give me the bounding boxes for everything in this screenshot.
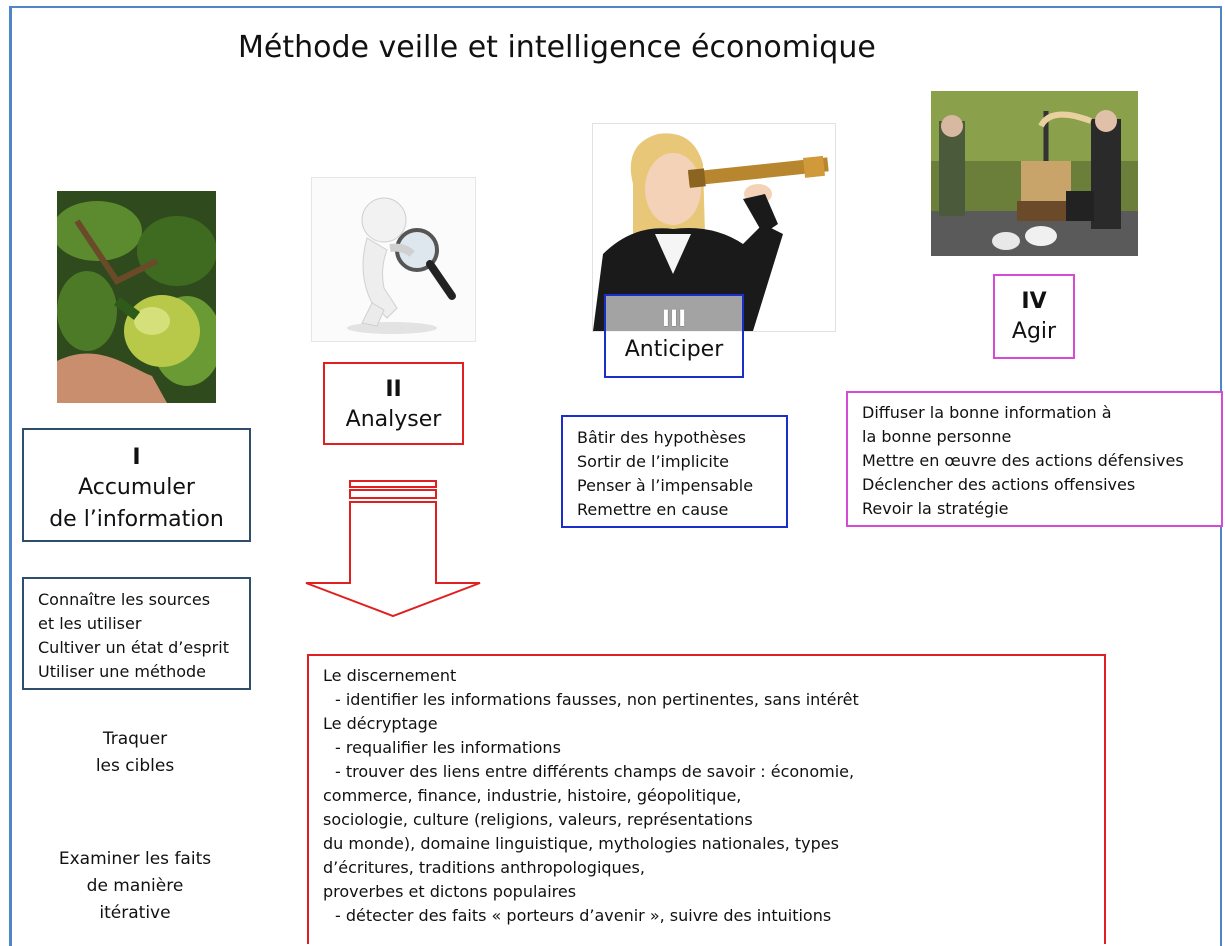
step-1-box: I Accumuler de l’information (22, 428, 251, 542)
step-3-detail: Remettre en cause (577, 500, 729, 519)
step-4-details: Diffuser la bonne information à la bonne… (846, 391, 1223, 527)
step-3-box: III Anticiper (604, 294, 744, 378)
slide-title: Méthode veille et intelligence économiqu… (238, 30, 876, 65)
step-4-detail: la bonne personne (862, 427, 1012, 446)
side-note-track-targets: Traquer les cibles (40, 726, 230, 780)
down-arrow-icon (305, 480, 481, 618)
step-3-numeral: III (661, 307, 687, 332)
step-1-details: Connaître les sources et les utiliser Cu… (22, 577, 251, 690)
side-note-line: de manière (86, 876, 184, 896)
step-2-numeral: II (385, 377, 402, 402)
step-4-detail: Revoir la stratégie (862, 499, 1009, 518)
analysis-line: du monde), domaine linguistique, mytholo… (323, 834, 839, 853)
step-4-numeral: IV (1021, 289, 1047, 314)
analysis-line: Le discernement (323, 666, 457, 685)
side-note-line: itérative (99, 903, 171, 923)
analysis-line: - identifier les informations fausses, n… (335, 690, 859, 709)
analysis-line: proverbes et dictons populaires (323, 882, 577, 901)
analysis-line: Le décryptage (323, 714, 438, 733)
apple-picking-photo (57, 191, 216, 403)
step-3-detail: Bâtir des hypothèses (577, 428, 746, 447)
step-1-label-line-2: de l’information (49, 507, 224, 532)
side-note-line: Examiner les faits (58, 849, 212, 869)
step-1-detail: Cultiver un état d’esprit (38, 638, 229, 657)
side-note-line: Traquer (102, 729, 168, 749)
step-4-detail: Mettre en œuvre des actions défensives (862, 451, 1184, 470)
step-2-details: Le discernement - identifier les informa… (307, 654, 1106, 944)
step-2-box: II Analyser (323, 362, 464, 445)
side-note-line: les cibles (95, 756, 175, 776)
magnifying-glass-figure (311, 177, 476, 342)
step-2-label: Analyser (345, 407, 442, 432)
analysis-line: - détecter des faits « porteurs d’avenir… (335, 906, 832, 925)
analysis-line: commerce, finance, industrie, histoire, … (323, 786, 742, 805)
analysis-line: - requalifier les informations (335, 738, 561, 757)
analysis-line: d’écritures, traditions anthropologiques… (323, 858, 645, 877)
analysis-line: sociologie, culture (religions, valeurs,… (323, 810, 753, 829)
step-1-detail: Utiliser une méthode (38, 662, 207, 681)
step-1-label-line-1: Accumuler (78, 475, 195, 500)
step-4-box: IV Agir (993, 274, 1075, 359)
step-4-detail: Diffuser la bonne information à (862, 403, 1112, 422)
step-1-detail: Connaître les sources (38, 590, 211, 609)
step-3-detail: Penser à l’impensable (577, 476, 754, 495)
step-4-detail: Déclencher des actions offensives (862, 475, 1136, 494)
step-4-label: Agir (1011, 319, 1057, 344)
step-3-label: Anticiper (624, 337, 724, 362)
analysis-line: - trouver des liens entre différents cha… (335, 762, 855, 781)
step-1-numeral: I (132, 445, 141, 470)
step-1-detail: et les utiliser (38, 614, 142, 633)
step-3-details: Bâtir des hypothèses Sortir de l’implici… (561, 415, 788, 528)
step-3-detail: Sortir de l’implicite (577, 452, 729, 471)
side-note-examine-facts: Examiner les faits de manière itérative (30, 846, 240, 927)
wine-press-photo (931, 91, 1138, 256)
